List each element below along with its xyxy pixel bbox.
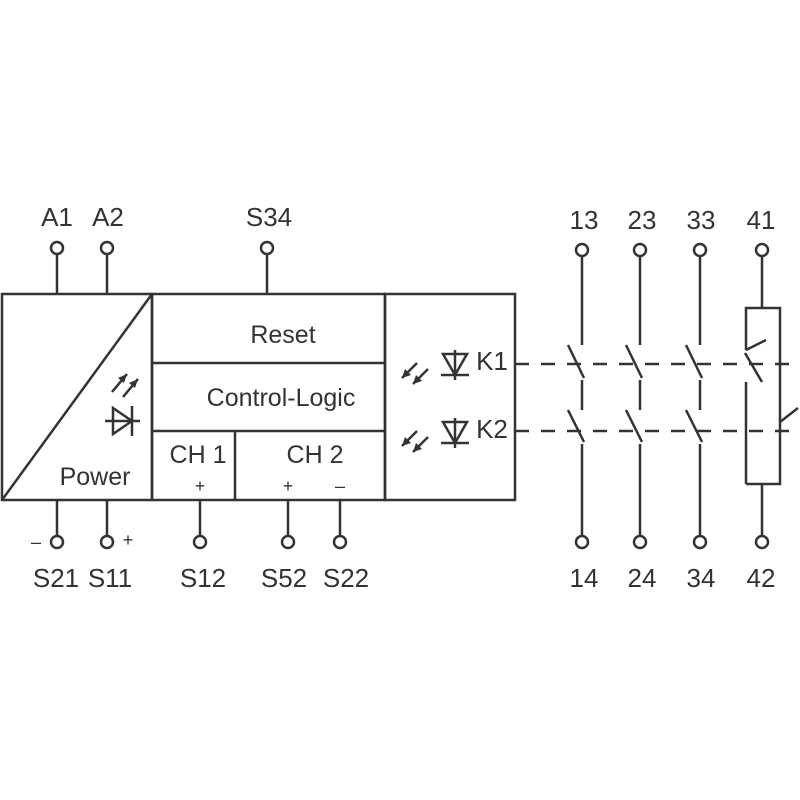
terminal-24-label: 24 [628,563,657,593]
terminal-s22-label: S22 [323,563,369,593]
relay-k1-label: K1 [476,346,508,376]
control-logic-label: Control-Logic [207,384,356,412]
terminal-13-label: 13 [570,205,599,235]
terminal-s21-label: S21 [33,563,79,593]
terminal-s52[interactable] [280,500,296,550]
contact-41-42 [743,257,799,536]
terminal-14[interactable] [574,534,590,550]
contact-33-34 [684,257,704,536]
terminal-s11-label: S11 [88,563,132,593]
terminal-s11-sign: + [123,530,134,550]
terminal-33[interactable] [692,242,708,258]
ch2-label: CH 2 [287,441,344,469]
terminal-42-label: 42 [747,563,776,593]
relay-k2-coil-icon [401,418,470,453]
relay-k2-label: K2 [476,414,508,444]
terminal-s21-sign: – [31,532,41,552]
terminal-s21[interactable] [49,500,65,550]
ch1-plus-sign: + [195,476,206,496]
terminal-s22[interactable] [332,500,348,550]
reset-label: Reset [250,321,315,349]
power-diagonal [0,293,154,501]
power-label: Power [60,463,131,491]
terminal-13[interactable] [574,242,590,258]
ch1-label: CH 1 [170,441,227,469]
terminal-s52-label: S52 [261,563,307,593]
terminal-24[interactable] [632,534,648,550]
terminal-a2[interactable] [99,240,115,294]
terminal-s34-label: S34 [246,202,292,232]
terminal-23[interactable] [632,242,648,258]
terminal-a1[interactable] [49,240,65,294]
relay-block [383,292,517,502]
terminal-14-label: 14 [570,563,599,593]
terminal-41-label: 41 [747,205,776,235]
power-led-icon [105,373,140,437]
terminal-s12-label: S12 [180,563,226,593]
contact-13-14 [566,257,586,536]
terminal-s11[interactable] [99,500,115,550]
terminal-a2-label: A2 [92,202,124,232]
terminal-34[interactable] [692,534,708,550]
ch2-plus-sign: + [283,476,294,496]
relay-k1-coil-icon [401,350,470,385]
terminal-s34[interactable] [259,240,275,294]
terminal-41[interactable] [754,242,770,258]
ch2-minus-sign: – [335,476,345,496]
terminal-33-label: 33 [687,205,716,235]
terminal-34-label: 34 [687,563,716,593]
contact-23-24 [624,257,644,536]
terminal-42[interactable] [754,534,770,550]
terminal-s12[interactable] [192,500,208,550]
terminal-23-label: 23 [628,205,657,235]
terminal-a1-label: A1 [41,202,73,232]
